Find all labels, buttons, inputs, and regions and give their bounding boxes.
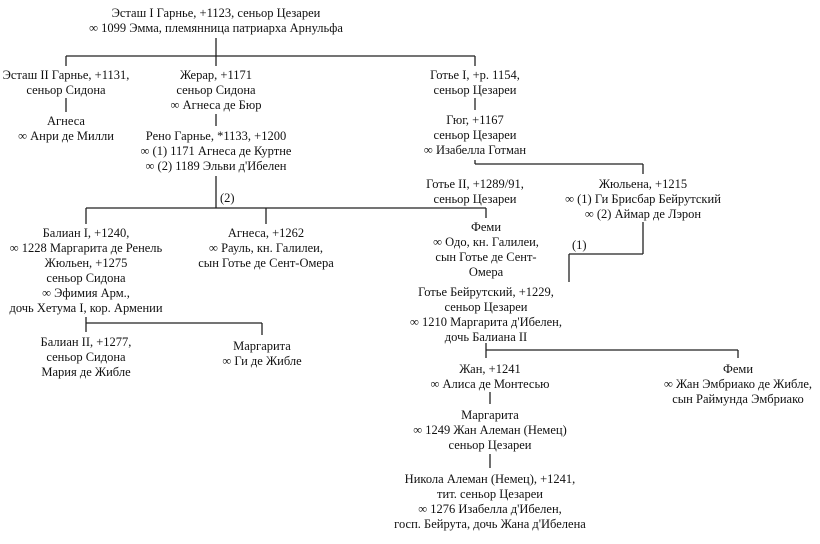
person-line: ∞ 1249 Жан Алеман (Немец) xyxy=(413,423,567,437)
person-line: ∞ Ги де Жибле xyxy=(222,354,302,368)
person-line: Гюг, +1167 xyxy=(446,113,504,127)
person-jean: Жан, +1241∞ Алиса де Монтесью xyxy=(430,362,549,392)
person-line: Балиан I, +1240, xyxy=(42,226,130,240)
person-nicola-aleman: Никола Алеман (Немец), +1241,тит. сеньор… xyxy=(394,472,586,532)
person-line: Мария де Жибле xyxy=(41,365,131,379)
person-line: Агнеса xyxy=(47,114,85,128)
person-line: ∞ (1) 1171 Агнеса де Куртне xyxy=(140,144,292,158)
person-line: Эсташ I Гарнье, +1123, сеньор Цезареи xyxy=(111,6,321,20)
person-balian-i: Балиан I, +1240,∞ 1228 Маргарита де Рене… xyxy=(9,226,162,316)
person-line: ∞ Жан Эмбриако де Жибле, xyxy=(664,377,812,391)
person-agnes-galilee: Агнеса, +1262∞ Рауль, кн. Галилеи,сын Го… xyxy=(198,226,333,271)
person-line: Жюльен, +1275 xyxy=(44,256,128,270)
person-line: Готье II, +1289/91, xyxy=(426,177,524,191)
person-agnes-milly: Агнеса∞ Анри де Милли xyxy=(18,114,114,144)
person-line: Маргарита xyxy=(233,339,291,353)
person-line: госп. Бейрута, дочь Жана д'Ибелена xyxy=(394,517,586,531)
person-line: Жерар, +1171 xyxy=(179,68,252,82)
person-eustace-ii: Эсташ II Гарнье, +1131,сеньор Сидона xyxy=(3,68,130,98)
person-line: ∞ 1276 Изабелла д'Ибелен, xyxy=(418,502,562,516)
person-line: ∞ Агнеса де Бюр xyxy=(170,98,262,112)
person-line: ∞ Рауль, кн. Галилеи, xyxy=(209,241,323,255)
marriage-label-2: (2) xyxy=(220,191,235,205)
person-gautier-ii: Готье II, +1289/91,сеньор Цезареи xyxy=(426,177,524,207)
person-line: ∞ 1210 Маргарита д'Ибелен, xyxy=(410,315,562,329)
person-line: Жан, +1241 xyxy=(459,362,521,376)
person-line: ∞ Эфимия Арм., xyxy=(42,286,130,300)
person-margarita-gibelet: Маргарита∞ Ги де Жибле xyxy=(222,339,301,369)
person-line: тит. сеньор Цезареи xyxy=(437,487,543,501)
person-line: дочь Балиана II xyxy=(444,330,528,344)
person-line: сеньор Сидона xyxy=(46,350,126,364)
person-line: Балиан II, +1277, xyxy=(40,335,132,349)
person-line: дочь Хетума I, кор. Армении xyxy=(9,301,163,315)
marriage-label-1: (1) xyxy=(572,238,587,252)
person-line: сеньор Цезареи xyxy=(448,438,532,452)
person-margarita-aleman: Маргарита∞ 1249 Жан Алеман (Немец)сеньор… xyxy=(413,408,566,453)
person-line: Омера xyxy=(468,265,504,279)
person-gautier-i: Готье I, +р. 1154,сеньор Цезареи xyxy=(430,68,520,98)
person-line: сеньор Цезареи xyxy=(433,192,517,206)
person-gautier-beirut: Готье Бейрутский, +1229,сеньор Цезареи∞ … xyxy=(410,285,562,345)
person-femi-odo: Феми∞ Одо, кн. Галилеи,сын Готье де Сент… xyxy=(433,220,539,280)
person-line: Маргарита xyxy=(461,408,519,422)
person-line: ∞ (2) Аймар де Лэрон xyxy=(584,207,702,221)
person-line: Агнеса, +1262 xyxy=(227,226,305,240)
person-line: Готье Бейрутский, +1229, xyxy=(418,285,554,299)
person-julienne: Жюльена, +1215∞ (1) Ги Брисбар Бейрутски… xyxy=(565,177,721,222)
person-line: ∞ 1099 Эмма, племянница патриарха Арнуль… xyxy=(89,21,343,35)
person-line: ∞ Изабелла Готман xyxy=(423,143,527,157)
person-line: ∞ Алиса де Монтесью xyxy=(430,377,550,391)
person-eustace-i: Эсташ I Гарнье, +1123, сеньор Цезареи∞ 1… xyxy=(89,6,343,36)
person-line: сын Готье де Сент-Омера xyxy=(198,256,334,270)
person-line: сеньор Сидона xyxy=(176,83,256,97)
person-line: сеньор Сидона xyxy=(46,271,126,285)
person-line: ∞ (1) Ги Брисбар Бейрутский xyxy=(565,192,721,206)
person-line: сеньор Цезареи xyxy=(433,128,517,142)
person-line: сеньор Цезареи xyxy=(444,300,528,314)
person-line: Феми xyxy=(470,220,502,234)
person-line: ∞ (2) 1189 Эльви д'Ибелен xyxy=(145,159,287,173)
person-femi-embriaco: Феми∞ Жан Эмбриако де Жибле,сын Раймунда… xyxy=(664,362,812,407)
person-reno-garnier: Рено Гарнье, *1133, +1200∞ (1) 1171 Агне… xyxy=(141,129,292,174)
person-line: сеньор Цезареи xyxy=(433,83,517,97)
person-line: Готье I, +р. 1154, xyxy=(430,68,520,82)
person-line: Жюльена, +1215 xyxy=(598,177,688,191)
person-line: ∞ Одо, кн. Галилеи, xyxy=(433,235,539,249)
person-line: сеньор Сидона xyxy=(26,83,106,97)
person-line: Рено Гарнье, *1133, +1200 xyxy=(145,129,287,143)
person-line: ∞ Анри де Милли xyxy=(18,129,114,143)
person-line: сын Раймунда Эмбриако xyxy=(672,392,804,406)
person-line: Эсташ II Гарнье, +1131, xyxy=(2,68,130,82)
person-line: Феми xyxy=(722,362,754,376)
person-line: ∞ 1228 Маргарита де Ренель xyxy=(9,241,163,255)
person-line: сын Готье де Сент- xyxy=(435,250,537,264)
person-line: Никола Алеман (Немец), +1241, xyxy=(404,472,576,486)
